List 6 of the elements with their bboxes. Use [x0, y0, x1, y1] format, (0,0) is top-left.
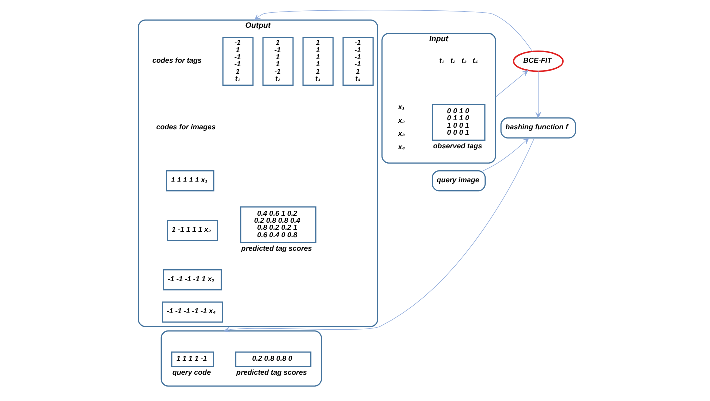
- arrow: [536, 71, 542, 118]
- arrow: [483, 138, 530, 172]
- cluster: [160, 330, 322, 387]
- arrow: [224, 138, 535, 333]
- arrow: [495, 70, 528, 98]
- arrow: [254, 10, 533, 52]
